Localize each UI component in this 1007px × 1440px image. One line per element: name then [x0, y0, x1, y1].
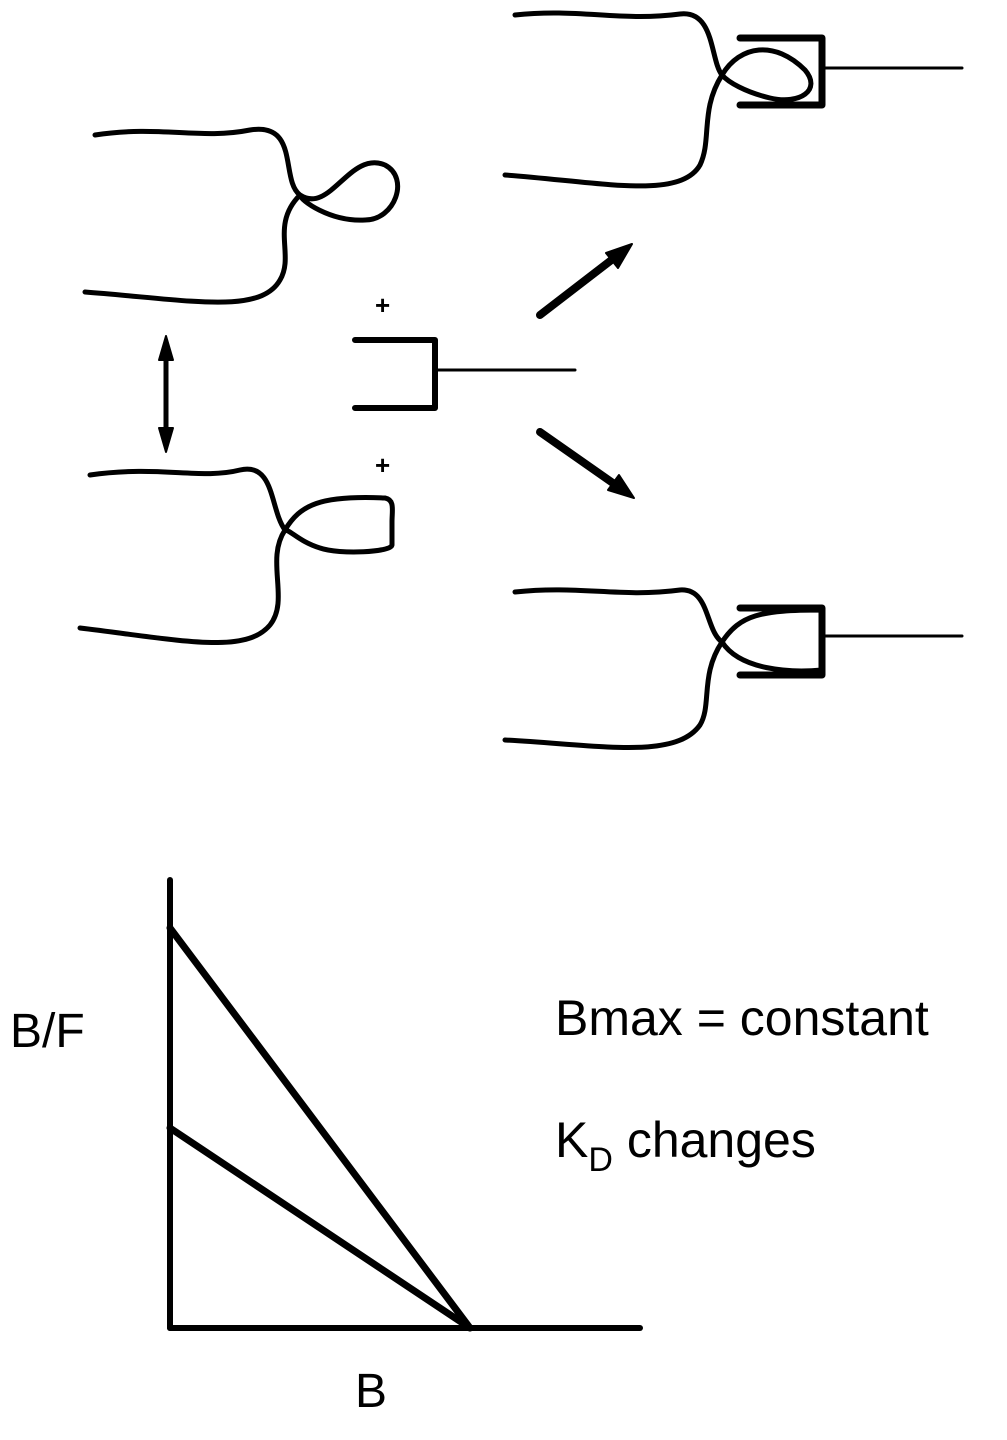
equilibrium-arrow: [158, 335, 174, 453]
arrow-down-right: [536, 428, 635, 499]
x-axis-label: B: [355, 1365, 388, 1418]
receptor-ligand-complex-b: [502, 587, 964, 750]
scatchard-line-2: [166, 1124, 474, 1332]
kd-annotation: KD changes: [555, 1112, 816, 1177]
kd-text: changes: [612, 1112, 816, 1168]
plus-sign-bottom: +: [375, 450, 391, 480]
ligand-free: [352, 337, 577, 411]
arrow-up-right: [536, 243, 633, 319]
y-axis-label: B/F: [10, 1005, 85, 1058]
receptor-loop-a: [82, 126, 401, 305]
kd-subscript: D: [588, 1141, 613, 1179]
receptor-loop-b: [77, 466, 395, 645]
scatchard-plot: [166, 877, 643, 1332]
receptor-ligand-complex-a: [502, 10, 964, 189]
scatchard-line-1: [166, 924, 474, 1332]
bmax-annotation: Bmax = constant: [555, 990, 929, 1046]
plus-sign-top: +: [375, 290, 391, 320]
kd-symbol: K: [555, 1112, 589, 1168]
